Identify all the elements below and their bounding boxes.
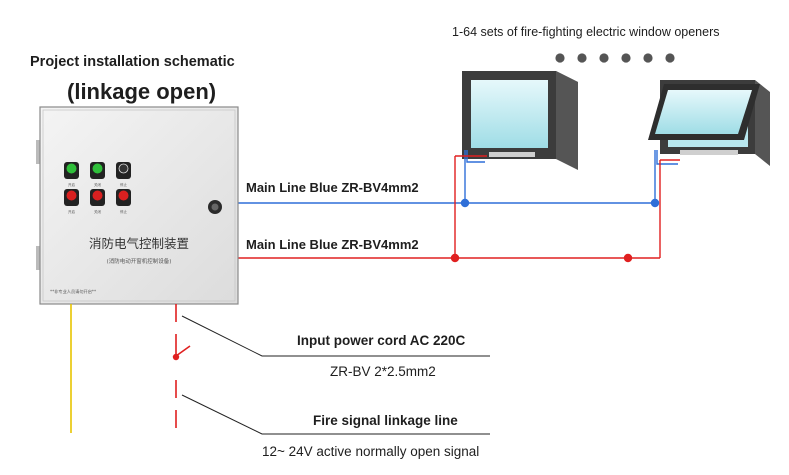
status-button-red-3[interactable]	[116, 189, 131, 206]
lock-icon[interactable]	[208, 200, 222, 214]
button-label: 关闭	[94, 209, 101, 214]
window-opener-open	[648, 80, 770, 166]
switch-contact	[172, 353, 180, 361]
power-cord-label: Input power cord AC 220C	[297, 333, 466, 348]
button-label: 停止	[120, 209, 127, 214]
fire-signal-spec: 12~ 24V active normally open signal	[262, 444, 479, 459]
schematic-subtitle: (linkage open)	[67, 79, 216, 104]
power-cord-spec: ZR-BV 2*2.5mm2	[330, 364, 436, 379]
status-button-red-1[interactable]	[64, 189, 79, 206]
button-label: 开启	[68, 182, 75, 187]
window-actuator	[489, 152, 535, 157]
blue-main-line	[238, 150, 678, 204]
button-label: 停止	[120, 182, 127, 187]
blue-junction-1	[460, 198, 470, 208]
power-button[interactable]	[116, 162, 131, 179]
button-label: 关闭	[94, 182, 101, 187]
window-opener-closed	[462, 71, 578, 170]
status-button-green-2[interactable]	[90, 162, 105, 179]
control-box-name: 消防电气控制装置	[89, 236, 189, 251]
window-openers-caption: 1-64 sets of fire-fighting electric wind…	[452, 25, 720, 39]
window-actuator	[680, 150, 738, 155]
red-junction-1	[450, 253, 460, 263]
control-box-subname: (消防电动开窗机控制设备)	[107, 257, 172, 265]
red-main-line	[238, 155, 680, 259]
schematic-title: Project installation schematic	[30, 54, 235, 70]
status-button-green-1[interactable]	[64, 162, 79, 179]
leader-lines	[181, 315, 490, 435]
control-box-warning: **非专业人员请勿开启**	[50, 288, 96, 295]
red-junction-2	[623, 253, 633, 263]
main-line-label-2: Main Line Blue ZR-BV4mm2	[246, 237, 419, 252]
main-line-label-1: Main Line Blue ZR-BV4mm2	[246, 180, 419, 195]
more-windows-indicator	[555, 53, 675, 63]
fire-signal-label: Fire signal linkage line	[313, 413, 458, 428]
button-label: 开启	[68, 209, 75, 214]
status-button-red-2[interactable]	[90, 189, 105, 206]
input-switch-line	[175, 304, 191, 428]
control-box: 开启 关闭 停止 开启 关闭 停止 消防电气控制装置 (消防电动开窗机控制设备)…	[36, 106, 239, 305]
blue-junction-2	[650, 198, 660, 208]
